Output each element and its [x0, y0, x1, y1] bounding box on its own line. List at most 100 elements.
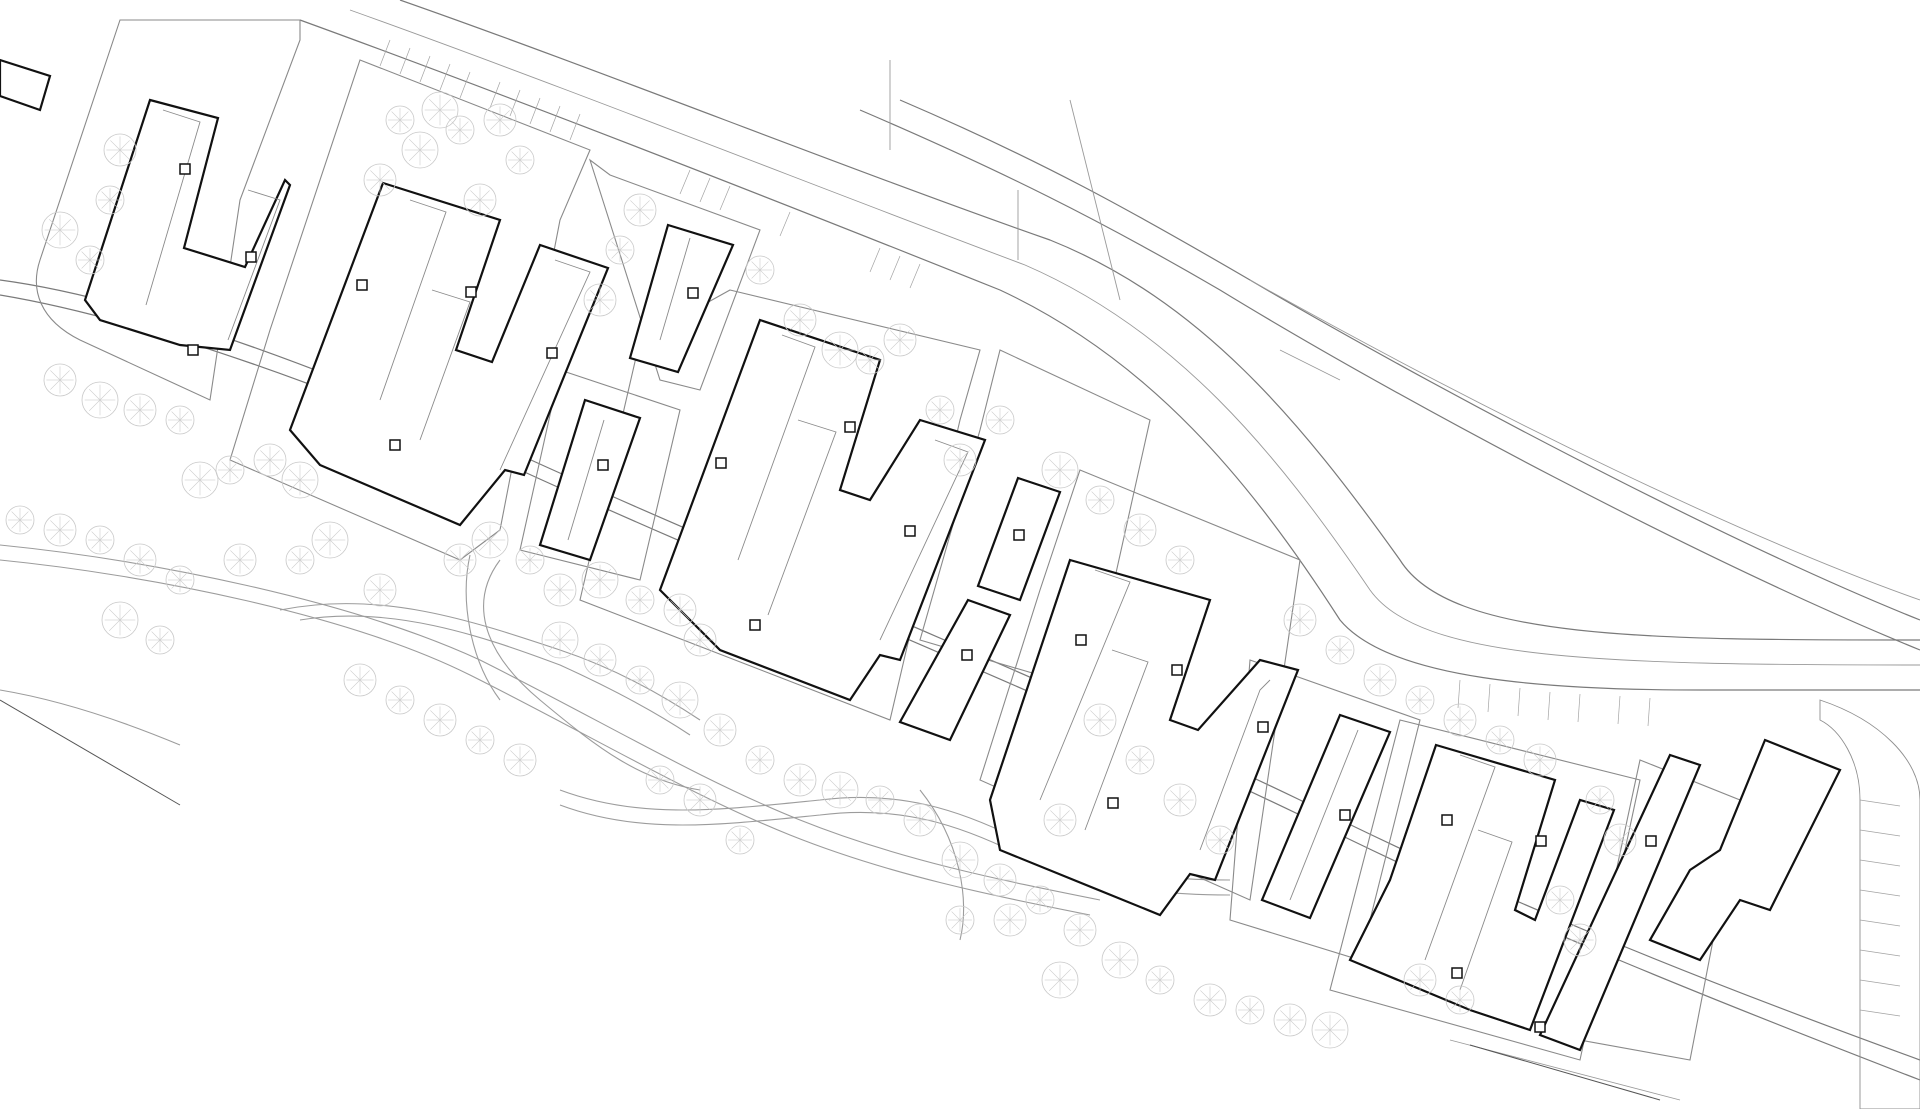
stair-core-icon — [1339, 809, 1351, 821]
parking-stall — [1647, 697, 1651, 727]
stair-core-icon — [179, 163, 191, 175]
northern-verge — [1249, 279, 1920, 601]
stair-core-icon — [1013, 529, 1025, 541]
tree-icon — [311, 521, 349, 559]
parking-stall — [909, 263, 921, 289]
tree-icon — [783, 303, 817, 337]
tree-icon — [1163, 783, 1197, 817]
building-j-wing-1 — [1424, 754, 1496, 961]
building-g — [988, 558, 1300, 917]
building-d — [538, 398, 642, 562]
building-b-wing-1 — [379, 199, 447, 401]
tree-icon — [1311, 1011, 1349, 1049]
tree-icon — [985, 405, 1015, 435]
stair-core-icon — [546, 347, 558, 359]
park-path-link-2 — [465, 554, 501, 701]
tree-icon — [1165, 545, 1195, 575]
tree-icon — [783, 763, 817, 797]
tree-icon — [253, 443, 287, 477]
tree-icon — [1485, 725, 1515, 755]
building-d-wing — [567, 419, 605, 541]
tree-icon — [865, 785, 895, 815]
building-b-wing-2 — [419, 289, 471, 441]
building-a-wing-west — [145, 109, 201, 306]
tree-icon — [1205, 825, 1235, 855]
tree-icon — [343, 663, 377, 697]
stair-core-icon — [465, 286, 477, 298]
tree-icon — [1193, 983, 1227, 1017]
tree-icon — [95, 185, 125, 215]
tree-icon — [81, 381, 119, 419]
south-road-stub — [0, 699, 181, 806]
tree-icon — [745, 255, 775, 285]
stair-core-icon — [687, 287, 699, 299]
tree-icon — [385, 685, 415, 715]
tree-icon — [1235, 995, 1265, 1025]
building-e — [658, 318, 987, 702]
parking-stall — [379, 39, 391, 67]
southeast-curb-stub — [1469, 1044, 1661, 1101]
avenue-median — [349, 9, 1920, 666]
park-path-southwest — [0, 689, 181, 746]
parking-stall — [1487, 683, 1491, 713]
tree-icon — [625, 665, 655, 695]
tree-icon — [515, 545, 545, 575]
building-a-wing-east — [227, 189, 281, 341]
tree-icon — [983, 863, 1017, 897]
tree-icon — [855, 345, 885, 375]
tree-icon — [1025, 885, 1055, 915]
tree-icon — [281, 461, 319, 499]
tree-icon — [1041, 451, 1079, 489]
tree-icon — [1273, 1003, 1307, 1037]
tree-icon — [443, 543, 477, 577]
tree-icon — [101, 601, 139, 639]
stair-core-icon — [1075, 634, 1087, 646]
stair-core-icon — [1645, 835, 1657, 847]
tree-icon — [725, 825, 755, 855]
tree-icon — [1325, 635, 1355, 665]
stair-core-icon — [904, 525, 916, 537]
stair-core-icon — [1107, 797, 1119, 809]
tree-icon — [1283, 603, 1317, 637]
parking-stall — [529, 97, 541, 125]
parking-stall — [1547, 691, 1551, 721]
tree-icon — [223, 543, 257, 577]
tree-icon — [145, 625, 175, 655]
building-f — [898, 476, 1062, 742]
tree-icon — [903, 803, 937, 837]
stair-core-icon — [597, 459, 609, 471]
tree-icon — [703, 713, 737, 747]
tree-icon — [505, 145, 535, 175]
tree-icon — [503, 743, 537, 777]
tree-icon — [471, 521, 509, 559]
stair-core-icon — [245, 251, 257, 263]
tree-icon — [683, 783, 717, 817]
tree-icon — [103, 133, 137, 167]
tree-icon — [421, 91, 459, 129]
building-g-wing-2 — [1084, 649, 1149, 831]
tree-icon — [43, 513, 77, 547]
tree-icon — [75, 245, 105, 275]
tree-icon — [1405, 685, 1435, 715]
tree-icon — [5, 505, 35, 535]
parking-stall — [419, 55, 431, 83]
building-h-outline — [1260, 713, 1392, 920]
park-path-west — [0, 544, 1101, 901]
building-h-wing — [1289, 729, 1359, 901]
stair-core-icon — [844, 421, 856, 433]
tree-icon — [925, 395, 955, 425]
tree-icon — [43, 363, 77, 397]
tree-icon — [541, 621, 579, 659]
stair-core-icon — [1534, 1021, 1546, 1033]
building-g-wing-1 — [1039, 569, 1131, 801]
parking-stall — [439, 63, 451, 91]
stair-core-icon — [749, 619, 761, 631]
tree-icon — [401, 131, 439, 169]
tree-icon — [423, 703, 457, 737]
stair-core-icon — [389, 439, 401, 451]
parking-column-east-lot — [1859, 799, 1901, 1017]
tree-icon — [165, 565, 195, 595]
tree-icon — [993, 903, 1027, 937]
parking-stall — [399, 47, 411, 75]
